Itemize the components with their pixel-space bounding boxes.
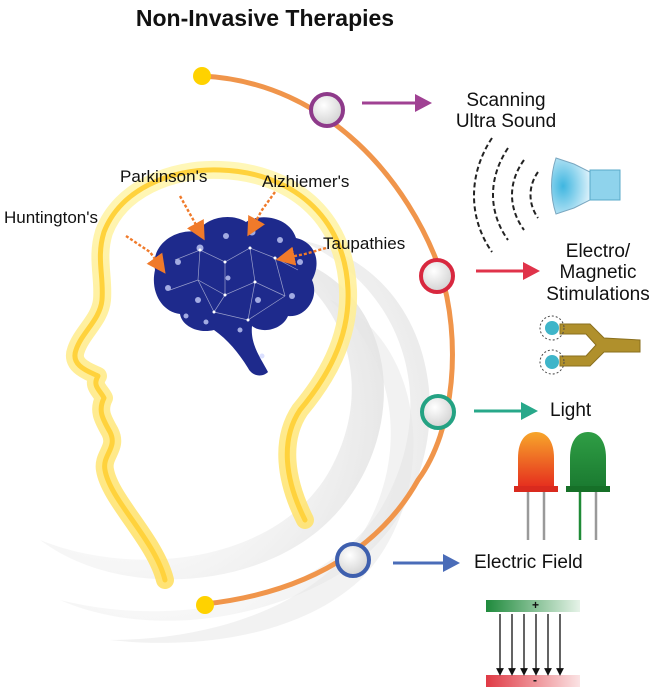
disease-label-parkinsons: Parkinson's <box>120 167 208 186</box>
therapy-arrows <box>362 94 540 572</box>
node-electromagnetic <box>419 258 455 294</box>
therapy-label-electromagnetic-line3: Stimulations <box>546 283 650 305</box>
positive-sign: + <box>532 598 540 612</box>
therapy-label-light-line1: Light <box>550 400 592 421</box>
electric-field-arrow <box>393 554 460 572</box>
therapy-label-electric-field-line1: Electric Field <box>474 552 583 573</box>
therapy-label-ultrasound-line2: Ultra Sound <box>455 111 557 133</box>
arc-top-endpoint <box>193 67 211 85</box>
ultrasound-arrow <box>362 94 432 112</box>
head-silhouette <box>66 160 358 589</box>
therapy-label-electromagnetic-line2: Magnetic <box>559 262 637 284</box>
disease-label-alzheimers: Alzhiemer's <box>262 172 350 191</box>
huntingtons-arrow <box>125 235 166 274</box>
brain-icon <box>153 217 317 376</box>
therapy-label-ultrasound-line1: Scanning <box>466 90 546 111</box>
green-led <box>566 432 610 540</box>
arc-bottom-endpoint <box>196 596 214 614</box>
node-electric-field <box>335 542 371 578</box>
taupathies-arrow <box>275 246 327 266</box>
electric-field-plates-icon <box>486 600 580 687</box>
node-ultrasound <box>309 92 345 128</box>
therapy-label-electromagnetic-line1: Electro/ <box>565 241 631 262</box>
therapy-label-light: Light <box>550 400 610 421</box>
therapy-label-ultrasound: Scanning Ultra Sound <box>444 90 568 133</box>
therapy-label-electromagnetic: Electro/ Magnetic Stimulations <box>540 241 656 305</box>
alzheimers-arrow <box>247 191 276 237</box>
disease-label-taupathies: Taupathies <box>323 234 406 253</box>
electromagnetic-arrow <box>476 262 540 280</box>
led-icon <box>514 432 610 540</box>
magnetic-coil-icon <box>539 315 641 375</box>
light-arrow <box>474 402 538 420</box>
disease-label-huntingtons: Huntington's <box>4 208 98 227</box>
node-light <box>420 394 456 430</box>
parkinsons-arrow <box>178 195 205 241</box>
ultrasound-transducer-icon <box>473 137 621 253</box>
diagram-title: Non-Invasive Therapies <box>135 5 395 31</box>
negative-sign: - <box>533 673 537 687</box>
red-led <box>514 432 558 540</box>
disease-arrows <box>125 191 327 274</box>
therapy-label-electric-field: Electric Field <box>474 552 614 573</box>
